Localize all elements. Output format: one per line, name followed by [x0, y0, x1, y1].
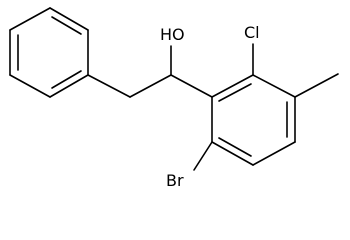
aryl-ring: [211, 74, 296, 166]
ch2-chcarbinol-bond: [129, 74, 172, 98]
phenyl-double-bond-1: [51, 16, 82, 35]
aryl-double-bond-1: [218, 83, 252, 102]
bromine-label: Br: [166, 171, 184, 190]
substituent-bonds: [193, 43, 339, 171]
methyl-bond: [294, 73, 339, 98]
aryl-bond-1: [211, 74, 254, 98]
phenyl-bond-1: [49, 7, 89, 31]
aryl-double-bond-3: [218, 137, 252, 157]
chlorine-label: Cl: [244, 23, 260, 42]
phenyl-bond-4: [9, 74, 51, 98]
phenyl-ring: [9, 7, 89, 98]
c-br-bond: [193, 141, 213, 171]
aryl-bond-5: [211, 141, 254, 166]
phenyl-bond-3: [49, 74, 89, 98]
phenyl-bond-6: [9, 7, 51, 31]
structure-canvas: HO Cl Br: [9, 7, 339, 190]
phenyl-double-bond-2: [51, 70, 82, 89]
hydroxyl-label: HO: [160, 25, 185, 44]
ethyl-linker: [87, 45, 213, 98]
aryl-bond-4: [252, 141, 296, 166]
benzyl-bond: [87, 74, 131, 98]
aryl-bond-2: [252, 74, 296, 98]
carbinol-aryl-bond: [170, 74, 213, 98]
molecule-structure: HO Cl Br: [9, 7, 339, 190]
